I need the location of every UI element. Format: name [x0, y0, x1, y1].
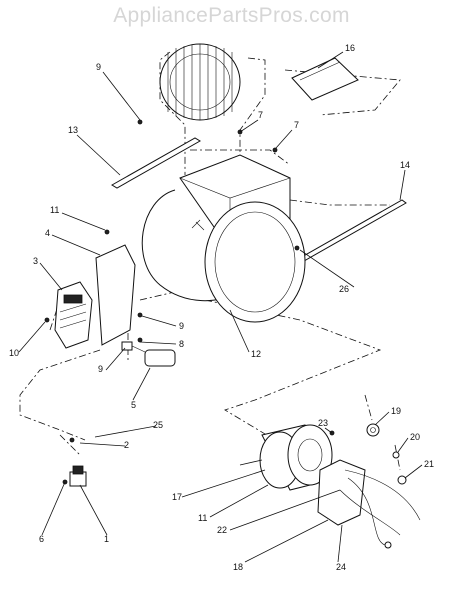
- callout-labels: 9 16 7 7 13 14 11 4 3 26 10 9 8 12 9 5 2…: [9, 43, 434, 572]
- callout-20: 20: [410, 432, 420, 442]
- callout-16: 16: [345, 43, 355, 53]
- screws: [44, 119, 335, 485]
- transformer: [69, 465, 87, 487]
- callout-4: 4: [45, 228, 50, 238]
- blower-housing: [141, 154, 306, 323]
- callout-17: 17: [172, 492, 182, 502]
- callout-6: 5: [131, 400, 136, 410]
- callout-18: 18: [233, 562, 243, 572]
- callout-11-top: 11: [50, 205, 59, 215]
- callout-9-mid: 9: [179, 321, 184, 331]
- motor-mount: [317, 459, 421, 549]
- filter-panel: [291, 57, 359, 101]
- blower-wheel: [159, 43, 241, 121]
- fastener-hardware: [366, 423, 407, 485]
- callout-22: 22: [217, 525, 227, 535]
- callout-14: 14: [400, 160, 410, 170]
- callout-25: 26: [339, 284, 349, 294]
- callout-7-left: 7: [258, 110, 263, 120]
- blower-motor: [239, 424, 338, 491]
- callout-5: 3: [33, 256, 38, 266]
- callout-2: 6: [39, 534, 44, 544]
- watermark-text: AppliancePartsPros.com: [113, 4, 350, 27]
- callout-19: 19: [391, 406, 401, 416]
- callout-11-low: 11: [198, 513, 207, 523]
- control-board: [54, 244, 136, 349]
- callout-1: 1: [104, 534, 109, 544]
- callout-24: 24: [336, 562, 346, 572]
- callout-3: 2: [124, 440, 129, 450]
- callout-10: 10: [9, 348, 19, 358]
- callout-23: 23: [318, 418, 328, 428]
- callout-8: 8: [179, 339, 184, 349]
- callout-leaders: [18, 51, 423, 563]
- callout-13: 13: [68, 125, 78, 135]
- callout-9-top: 9: [96, 62, 101, 72]
- callout-21: 21: [424, 459, 434, 469]
- callout-9-low: 9: [98, 364, 103, 374]
- capacitor: [121, 341, 176, 367]
- callout-7-right: 7: [294, 120, 299, 130]
- callout-26: 25: [153, 420, 163, 430]
- callout-12: 12: [251, 349, 261, 359]
